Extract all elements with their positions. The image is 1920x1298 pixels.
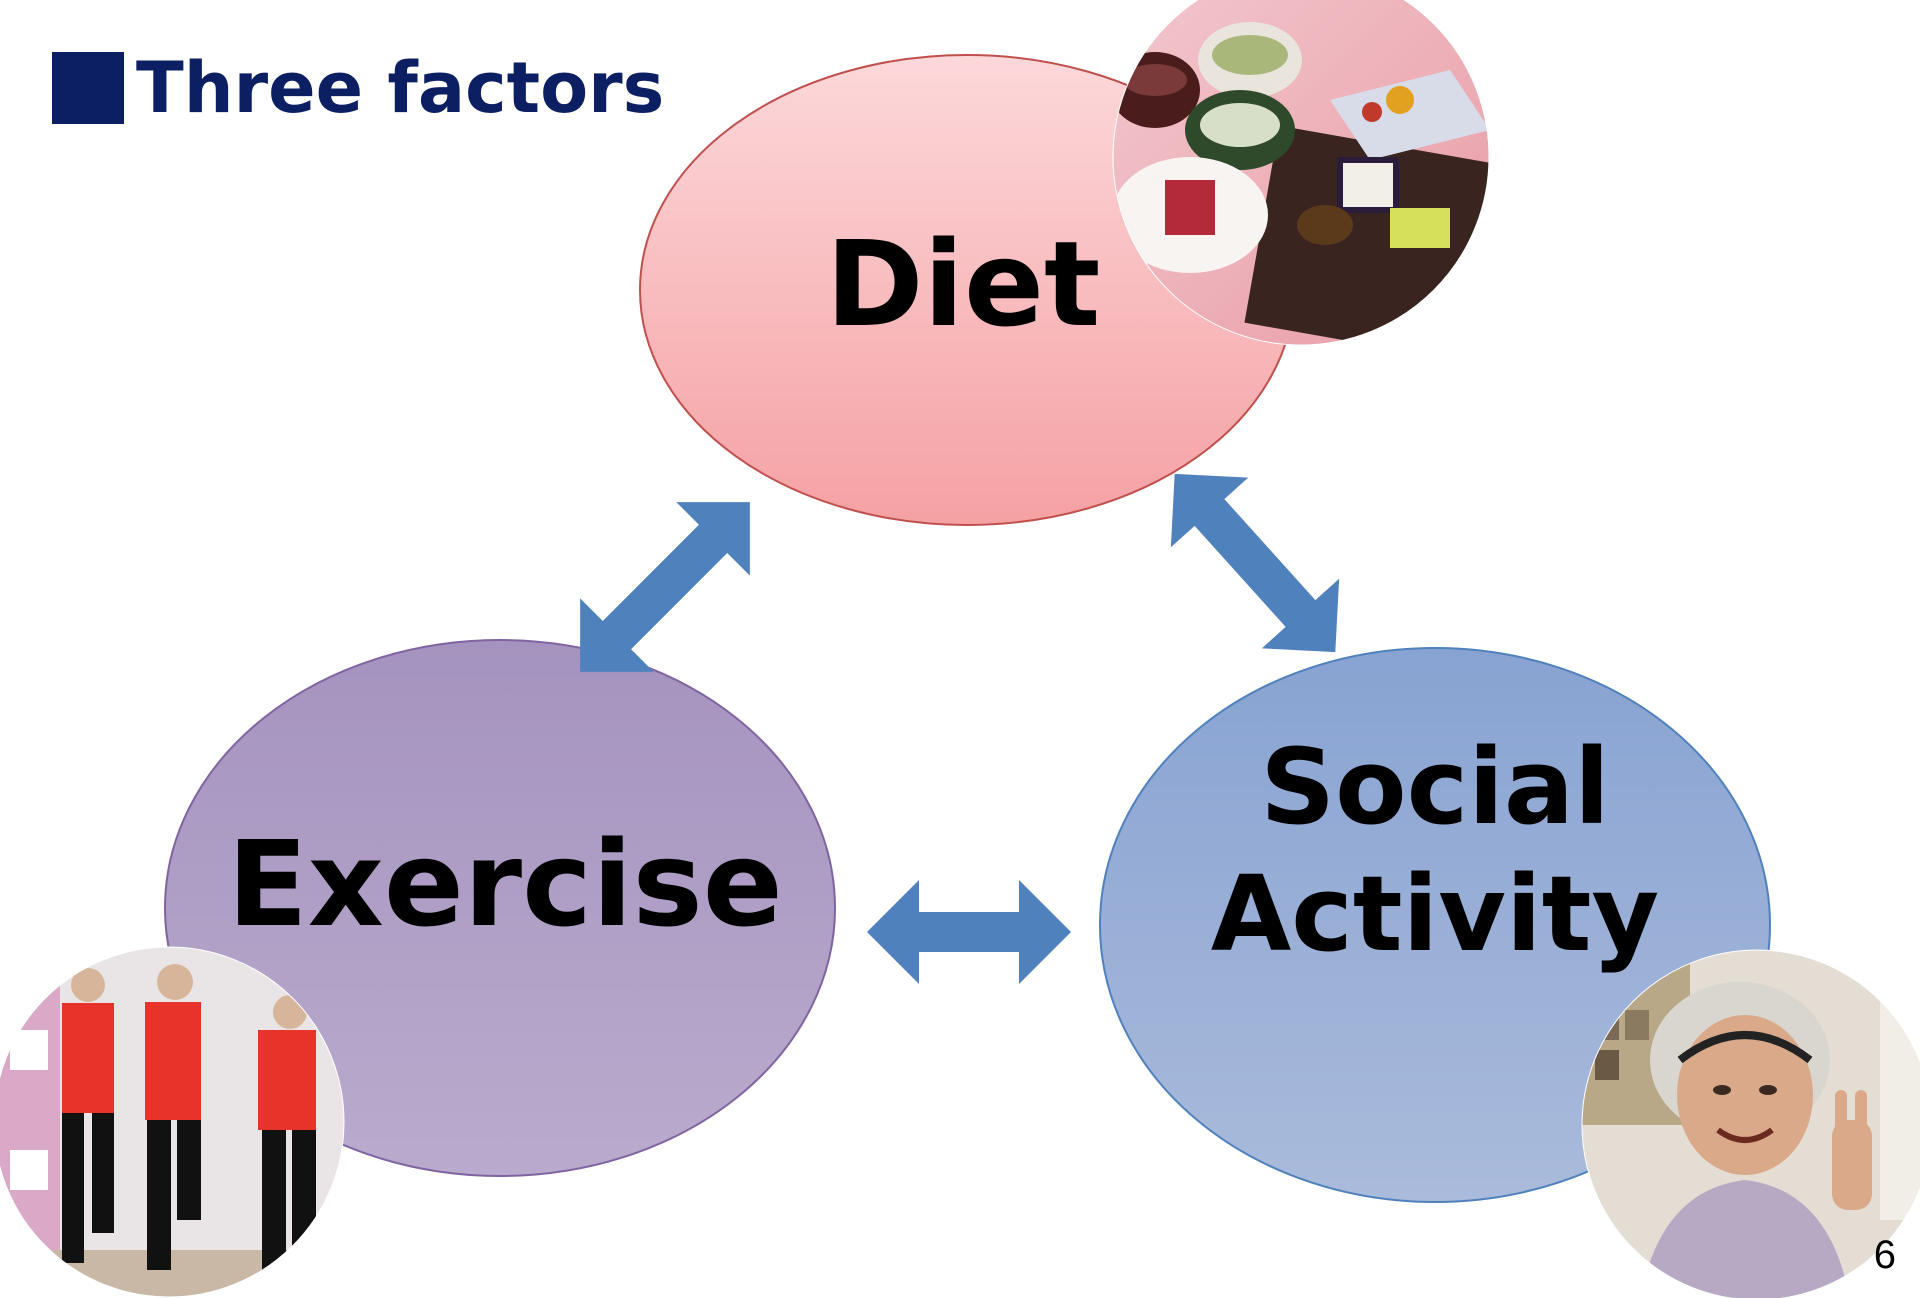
social-label-line2: Activity	[1211, 853, 1659, 975]
social-label-line1: Social	[1260, 726, 1609, 848]
slide-title: Three factors	[52, 52, 664, 124]
title-text: Three factors	[136, 47, 665, 129]
arrow-exercise-social	[867, 880, 1071, 984]
title-bullet-square	[52, 52, 124, 124]
exercise-label: Exercise	[227, 815, 783, 953]
elder-photo-border	[1581, 949, 1920, 1298]
food-photo	[1113, 0, 1489, 345]
diet-label: Diet	[826, 215, 1101, 353]
page-number: 6	[1873, 1233, 1896, 1277]
food-photo-border	[1112, 0, 1490, 346]
exercise-photo	[0, 947, 344, 1297]
arrow-diet-exercise	[580, 502, 750, 672]
exercise-ellipse	[164, 639, 836, 1177]
exercise-photo-border	[0, 946, 345, 1298]
arrow-diet-social	[1170, 473, 1340, 653]
elder-photo	[1582, 950, 1920, 1298]
